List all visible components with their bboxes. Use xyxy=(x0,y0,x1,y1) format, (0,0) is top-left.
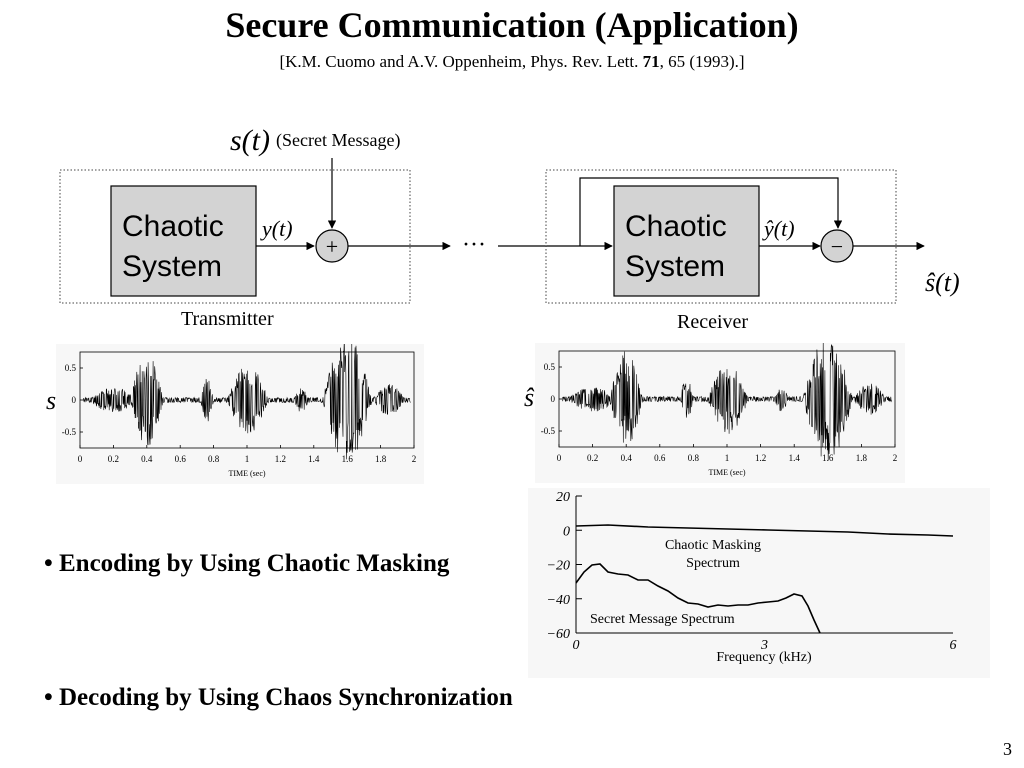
x-tick-label: 1.2 xyxy=(275,454,286,464)
transmitted-waveform-plot: 0.5 0 -0.5 0 0.2 0.4 0.6 0.8 1 1.2 1.4 1.6 1.8 2TIME … xyxy=(56,344,424,484)
y-tick-label: 0.5 xyxy=(65,363,77,373)
masking-label-line2: Spectrum xyxy=(686,556,740,571)
spectrum-x-tick: 3 xyxy=(760,638,768,653)
receiver-block-line1: Chaotic xyxy=(625,210,727,243)
receiver-signal-label: ŷ(t) xyxy=(762,216,795,241)
x-tick-label: 1.8 xyxy=(375,454,387,464)
x-tick-label: 1.4 xyxy=(789,453,801,463)
transmitter-label: Transmitter xyxy=(181,308,274,330)
bullet-decoding: • Decoding by Using Chaos Synchronizatio… xyxy=(44,684,513,711)
x-tick-label: 0.6 xyxy=(654,453,666,463)
transmitter-signal-label: y(t) xyxy=(260,216,293,241)
y-tick-label: -0.5 xyxy=(62,427,77,437)
receiver-block-line2: System xyxy=(625,250,725,283)
receiver-frame xyxy=(545,169,897,304)
spectrum-y-tick: −40 xyxy=(547,593,570,608)
x-tick-label: 1 xyxy=(245,454,250,464)
message-spectrum-label: Secret Message Spectrum xyxy=(590,612,735,627)
x-tick-label: 0 xyxy=(557,453,562,463)
transmitter-block-line2: System xyxy=(122,250,222,283)
slide-number: 3 xyxy=(1003,739,1012,759)
x-tick-label: 0.6 xyxy=(175,454,187,464)
channel-ellipsis: ··· xyxy=(462,232,486,258)
bullet-encoding: • Encoding by Using Chaotic Masking xyxy=(44,550,450,577)
x-tick-label: 0.4 xyxy=(141,454,153,464)
citation-prefix: [K.M. Cuomo and A.V. Oppenheim, Phys. Re… xyxy=(279,52,643,71)
citation-volume: 71 xyxy=(642,52,660,71)
secret-message-spectrum-curve xyxy=(575,563,821,634)
transmitter-frame xyxy=(59,169,411,304)
x-tick-label: 1.2 xyxy=(755,453,766,463)
x-tick-label: 0.4 xyxy=(621,453,633,463)
x-tick-label: 1.8 xyxy=(856,453,868,463)
spectrum-plot: 20 0 −20 −40 −60 0 3 6 Chaotic Masking Spectru… xyxy=(528,488,990,678)
transmitter-block-line1: Chaotic xyxy=(122,210,224,243)
waveform-trace xyxy=(562,343,892,461)
receiver-chaotic-system-block xyxy=(613,185,760,297)
citation: [K.M. Cuomo and A.V. Oppenheim, Phys. Re… xyxy=(0,52,1024,72)
y-tick-label: 0 xyxy=(72,395,77,405)
spectrum-y-tick: −60 xyxy=(547,627,570,642)
output-symbol: ŝ(t) xyxy=(925,268,960,297)
input-symbol: s(t) xyxy=(230,124,270,157)
x-tick-label: 1.6 xyxy=(342,454,354,464)
spectrum-y-tick: −20 xyxy=(547,559,570,574)
slide-title: Secure Communication (Application) xyxy=(225,5,799,45)
subtractor-minus: − xyxy=(831,234,843,259)
x-axis-label: TIME (sec) xyxy=(708,468,745,477)
x-tick-label: 0 xyxy=(78,454,83,464)
x-tick-label: 0.2 xyxy=(108,454,119,464)
x-tick-label: 0.2 xyxy=(587,453,598,463)
x-tick-label: 0.8 xyxy=(208,454,220,464)
block-diagram: s(t) (Secret Message) Chaotic System y(t… xyxy=(59,124,960,333)
x-tick-label: 1 xyxy=(725,453,730,463)
y-tick-label: -0.5 xyxy=(541,426,556,436)
y-tick-label: 0 xyxy=(551,394,556,404)
spectrum-x-tick: 6 xyxy=(950,638,957,653)
spectrum-y-tick: 20 xyxy=(556,490,570,505)
x-tick-label: 2 xyxy=(893,453,898,463)
input-label: (Secret Message) xyxy=(276,130,400,151)
receiver-label: Receiver xyxy=(677,311,748,333)
y-tick-label: 0.5 xyxy=(544,362,556,372)
left-wave-symbol: s xyxy=(46,386,57,415)
x-tick-label: 0.8 xyxy=(688,453,700,463)
x-axis-label: TIME (sec) xyxy=(228,469,265,478)
masking-label-line1: Chaotic Masking xyxy=(665,538,761,553)
citation-suffix: , 65 (1993).] xyxy=(659,52,745,71)
spectrum-x-label: Frequency (kHz) xyxy=(716,650,812,665)
masking-spectrum-curve xyxy=(575,524,954,537)
adder-plus: + xyxy=(326,234,338,259)
right-wave-symbol: ŝ xyxy=(524,383,535,412)
spectrum-x-tick: 0 xyxy=(573,638,580,653)
spectrum-y-tick: 0 xyxy=(563,524,570,539)
x-tick-label: 1.4 xyxy=(308,454,320,464)
x-tick-label: 2 xyxy=(412,454,417,464)
transmitter-chaotic-system-block xyxy=(110,185,257,297)
